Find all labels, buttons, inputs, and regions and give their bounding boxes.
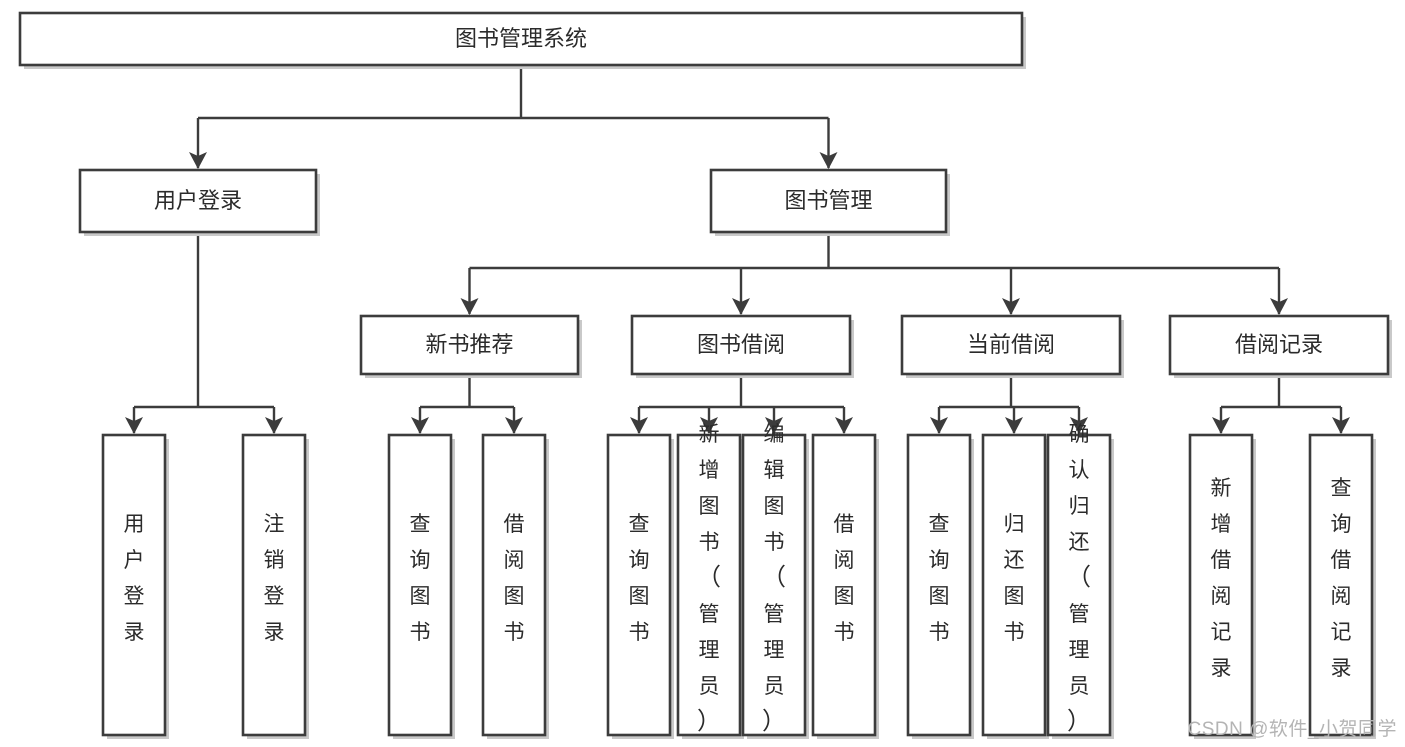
node-leaf-query-book-3-box[interactable] <box>906 433 972 737</box>
bookmanage-to-level3-drop-3-arrowhead <box>1270 298 1288 315</box>
book-borrow-to-leaves-drop-2-arrowhead <box>765 417 783 434</box>
new-book-recommend-to-leaves-drop-1-arrowhead <box>505 417 523 434</box>
node-leaf-add-record-label: 新增借阅记录 <box>1211 477 1232 680</box>
connector-layer <box>125 65 1350 434</box>
node-book-borrow-label: 图书借阅 <box>697 332 785 357</box>
userlogin-to-leaves-drop-0-arrowhead <box>125 417 143 434</box>
node-borrow-record-label: 借阅记录 <box>1235 332 1323 357</box>
node-leaf-logout-label: 注销登录 <box>264 513 285 644</box>
node-leaf-borrow-book-1[interactable]: 借阅图书 <box>481 433 549 739</box>
book-borrow-to-leaves-drop-3-arrowhead <box>835 417 853 434</box>
node-new-book-recommend[interactable]: 新书推荐 <box>359 314 582 378</box>
node-borrow-record[interactable]: 借阅记录 <box>1168 314 1392 378</box>
node-leaf-return-book-label: 归还图书 <box>1004 513 1025 644</box>
borrow-record-to-leaves-drop-1-arrowhead <box>1332 417 1350 434</box>
node-leaf-return-book[interactable]: 归还图书 <box>981 433 1049 739</box>
node-user-login[interactable]: 用户登录 <box>78 168 320 236</box>
node-leaf-confirm-return-label: 确认归还（管理员） <box>1067 423 1091 735</box>
node-current-borrow-label: 当前借阅 <box>967 332 1055 357</box>
node-leaf-borrow-book-2[interactable]: 借阅图书 <box>811 433 879 739</box>
node-leaf-edit-book[interactable]: 编辑图书（管理员） <box>741 423 809 739</box>
node-leaf-query-book-1-box[interactable] <box>387 433 453 737</box>
root-to-level2-drop-0-arrowhead <box>189 152 207 169</box>
node-leaf-query-record-label: 查询借阅记录 <box>1331 477 1352 680</box>
node-leaf-user-login[interactable]: 用户登录 <box>101 433 169 739</box>
node-leaf-query-record[interactable]: 查询借阅记录 <box>1308 433 1376 739</box>
node-leaf-borrow-book-1-box[interactable] <box>481 433 547 737</box>
bookmanage-to-level3-drop-1-arrowhead <box>732 298 750 315</box>
node-current-borrow-box[interactable] <box>900 314 1122 376</box>
node-current-borrow[interactable]: 当前借阅 <box>900 314 1124 378</box>
node-leaf-edit-book-label: 编辑图书（管理员） <box>762 423 786 735</box>
node-leaf-query-book-2[interactable]: 查询图书 <box>606 433 674 739</box>
node-leaf-query-book-1-label: 查询图书 <box>410 513 431 644</box>
node-leaf-borrow-book-1-label: 借阅图书 <box>504 513 525 644</box>
node-leaf-add-book-box[interactable] <box>676 433 742 737</box>
node-leaf-borrow-book-2-label: 借阅图书 <box>834 513 855 644</box>
node-leaf-query-book-2-label: 查询图书 <box>629 513 650 644</box>
borrow-record-to-leaves-drop-0-arrowhead <box>1212 417 1230 434</box>
node-leaf-logout[interactable]: 注销登录 <box>241 433 309 739</box>
node-book-borrow-box[interactable] <box>630 314 852 376</box>
node-leaf-query-book-2-box[interactable] <box>606 433 672 737</box>
book-borrow-to-leaves-drop-1-arrowhead <box>700 417 718 434</box>
node-leaf-logout-box[interactable] <box>241 433 307 737</box>
node-root[interactable]: 图书管理系统 <box>18 11 1026 69</box>
node-book-manage-box[interactable] <box>709 168 948 234</box>
node-user-login-label: 用户登录 <box>154 188 242 213</box>
root-to-level2-drop-1-arrowhead <box>819 152 838 169</box>
node-book-manage[interactable]: 图书管理 <box>709 168 950 236</box>
book-borrow-to-leaves-drop-0-arrowhead <box>630 417 648 434</box>
node-leaf-query-record-box[interactable] <box>1308 433 1374 737</box>
node-leaf-user-login-box[interactable] <box>101 433 167 737</box>
node-leaf-query-book-3-label: 查询图书 <box>929 513 950 644</box>
node-leaf-query-book-1[interactable]: 查询图书 <box>387 433 455 739</box>
current-borrow-to-leaves-drop-0-arrowhead <box>930 417 948 434</box>
node-leaf-add-book[interactable]: 新增图书（管理员） <box>676 423 744 739</box>
node-user-login-box[interactable] <box>78 168 318 234</box>
node-leaf-add-record-box[interactable] <box>1188 433 1254 737</box>
node-book-borrow[interactable]: 图书借阅 <box>630 314 854 378</box>
current-borrow-to-leaves-drop-2-arrowhead <box>1070 417 1088 434</box>
node-leaf-add-book-label: 新增图书（管理员） <box>697 423 721 735</box>
node-leaf-user-login-label: 用户登录 <box>124 513 145 644</box>
node-leaf-borrow-book-2-box[interactable] <box>811 433 877 737</box>
node-leaf-return-book-box[interactable] <box>981 433 1047 737</box>
node-leaf-confirm-return[interactable]: 确认归还（管理员） <box>1046 423 1114 739</box>
new-book-recommend-to-leaves-drop-0-arrowhead <box>411 417 429 434</box>
node-leaf-add-record[interactable]: 新增借阅记录 <box>1188 433 1256 739</box>
node-new-book-recommend-label: 新书推荐 <box>425 332 513 357</box>
node-leaf-edit-book-box[interactable] <box>741 433 807 737</box>
node-new-book-recommend-box[interactable] <box>359 314 580 376</box>
node-book-manage-label: 图书管理 <box>784 188 872 213</box>
userlogin-to-leaves-drop-1-arrowhead <box>265 417 283 434</box>
node-leaf-confirm-return-box[interactable] <box>1046 433 1112 737</box>
node-leaf-query-book-3[interactable]: 查询图书 <box>906 433 974 739</box>
bookmanage-to-level3-drop-2-arrowhead <box>1002 298 1020 315</box>
node-layer: 图书管理系统用户登录图书管理新书推荐图书借阅当前借阅借阅记录用户登录注销登录查询… <box>18 11 1392 739</box>
node-root-box[interactable] <box>18 11 1024 67</box>
current-borrow-to-leaves-drop-1-arrowhead <box>1005 417 1023 434</box>
bookmanage-to-level3-drop-0-arrowhead <box>460 298 479 315</box>
node-root-label: 图书管理系统 <box>455 26 587 51</box>
node-borrow-record-box[interactable] <box>1168 314 1390 376</box>
